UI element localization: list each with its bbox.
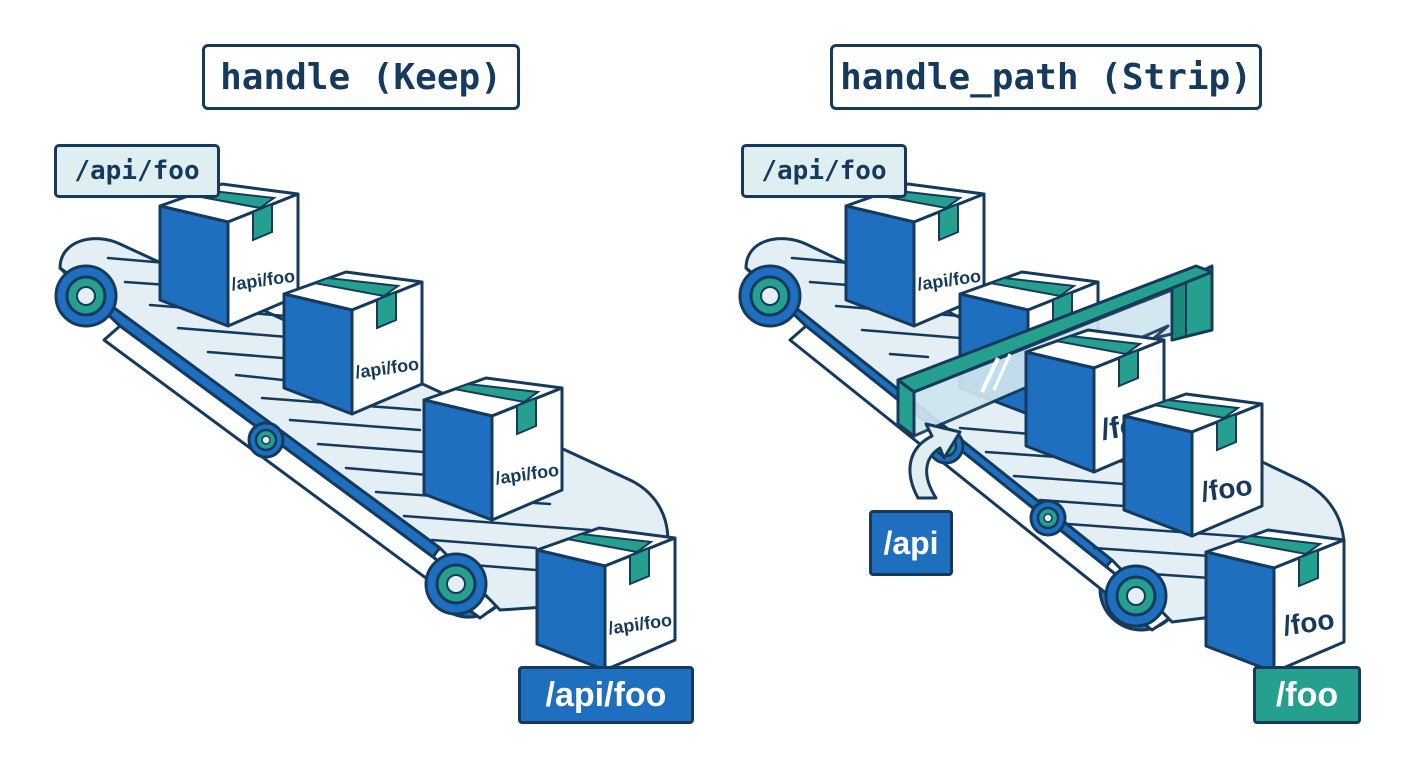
package-icon — [282, 270, 424, 416]
package-icon — [158, 182, 300, 328]
left-output-path-label: /api/foo — [518, 666, 694, 724]
left-box-4: /api/foo — [535, 526, 677, 672]
left-box-1: /api/foo — [158, 182, 300, 328]
roller-icon — [247, 421, 285, 459]
left-conveyor — [54, 237, 670, 620]
title-handle-keep: handle (Keep) — [202, 44, 520, 110]
left-input-path-label: /api/foo — [54, 144, 220, 198]
right-input-path-label: /api/foo — [741, 144, 907, 198]
left-box-3: /api/foo — [422, 376, 564, 522]
package-icon — [422, 376, 564, 522]
right-output-path-label: /foo — [1253, 666, 1361, 724]
roller-icon — [738, 264, 802, 328]
package-icon — [1204, 528, 1346, 674]
right-box-4: /foo — [1122, 392, 1264, 538]
right-box-5: /foo — [1204, 528, 1346, 674]
package-icon — [1122, 392, 1264, 538]
strip-arrow-icon — [908, 422, 962, 500]
roller-icon — [1029, 499, 1067, 537]
package-icon — [535, 526, 677, 672]
left-box-2: /api/foo — [282, 270, 424, 416]
box-label: /foo — [1199, 470, 1254, 508]
title-handle-path-strip: handle_path (Strip) — [830, 44, 1262, 110]
box-label: /foo — [1281, 604, 1336, 642]
roller-icon — [424, 552, 488, 616]
stripped-prefix-label: /api — [869, 510, 953, 576]
roller-icon — [1104, 564, 1168, 628]
roller-icon — [54, 264, 118, 328]
